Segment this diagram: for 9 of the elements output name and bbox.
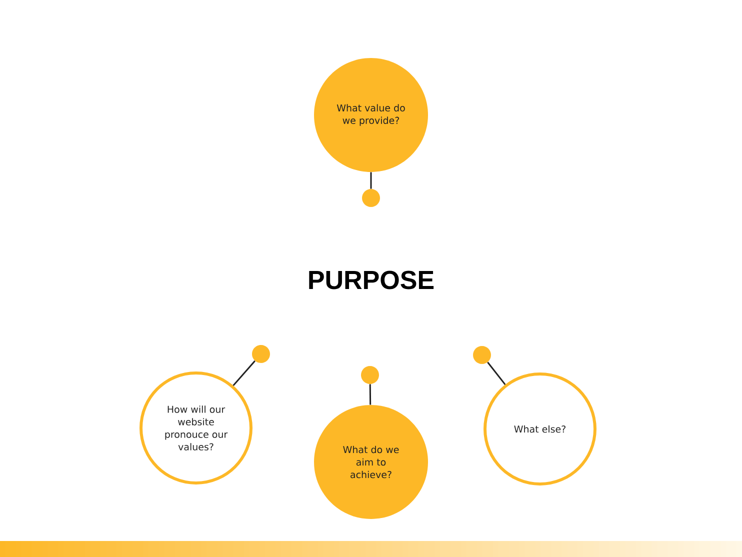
dot — [473, 346, 491, 364]
dot — [361, 366, 379, 384]
heading: PURPOSE — [309, 270, 434, 290]
connector-line — [369, 384, 372, 405]
dot — [252, 345, 270, 363]
dot — [362, 189, 380, 207]
connector-line — [487, 362, 506, 385]
connector-line — [232, 360, 256, 386]
connector-line — [370, 172, 372, 189]
